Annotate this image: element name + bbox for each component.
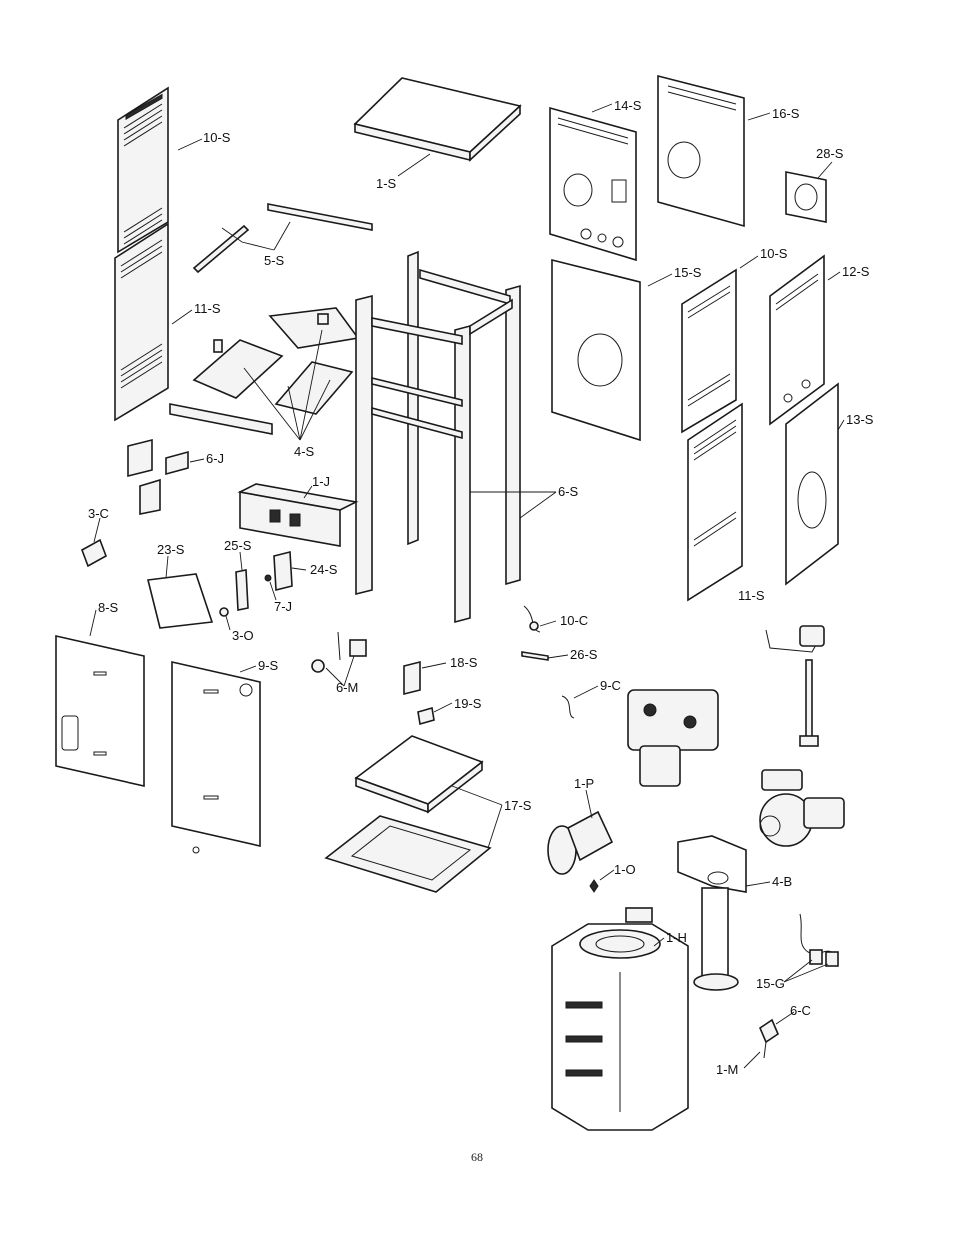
- part-19-s: [417, 706, 435, 726]
- side-panel-10-s-right: [681, 268, 737, 434]
- label-10-c: 10-C: [560, 613, 588, 628]
- label-10-s-right: 10-S: [760, 246, 788, 261]
- side-panel-11-s-right: [687, 402, 743, 602]
- label-8-s: 8-S: [98, 600, 119, 615]
- plates-4-s: [169, 307, 360, 435]
- label-1-j: 1-J: [312, 474, 330, 489]
- label-4-s: 4-S: [294, 444, 315, 459]
- part-9-c: [561, 695, 575, 719]
- burner-1-h: [551, 907, 689, 1131]
- frame-6-s: [355, 250, 521, 624]
- label-6-j: 6-J: [206, 451, 224, 466]
- label-6-c: 6-C: [790, 1003, 811, 1018]
- label-14-s: 14-S: [614, 98, 642, 113]
- rear-panel-16-s: [657, 74, 745, 228]
- top-panel-1-s: [353, 77, 522, 162]
- label-26-s: 26-S: [570, 647, 598, 662]
- leader-lines: [89, 103, 845, 1069]
- panel-15-s: [551, 258, 641, 442]
- label-12-s: 12-S: [842, 264, 870, 279]
- side-panel-13-s: [785, 382, 839, 586]
- label-6-s: 6-S: [558, 484, 579, 499]
- page-number: 68: [471, 1150, 483, 1164]
- label-23-s: 23-S: [157, 542, 185, 557]
- part-1-o: [589, 879, 599, 893]
- label-13-s: 13-S: [846, 412, 874, 427]
- part-6-c: [759, 1018, 779, 1059]
- switch-24-s: [273, 550, 293, 592]
- side-panel-12-s: [769, 254, 825, 426]
- label-4-b: 4-B: [772, 874, 792, 889]
- label-1-s: 1-S: [376, 176, 397, 191]
- part-labels: 10-S 1-S 14-S 16-S 28-S 5-S 11-S 15-S 10…: [88, 98, 874, 1077]
- part-7-j: [264, 574, 272, 582]
- label-3-c: 3-C: [88, 506, 109, 521]
- label-11-s: 11-S: [194, 301, 221, 316]
- label-25-s: 25-S: [224, 538, 252, 553]
- front-door-9-s: [171, 660, 261, 854]
- label-11-s-right: 11-S: [738, 588, 765, 603]
- label-7-j: 7-J: [274, 599, 292, 614]
- part-10-c: [523, 605, 541, 633]
- bracket-6-j: [127, 438, 189, 515]
- label-16-s: 16-S: [772, 106, 800, 121]
- label-1-p: 1-P: [574, 776, 594, 791]
- label-3-o: 3-O: [232, 628, 254, 643]
- side-panel-10-s: [117, 86, 169, 254]
- part-26-s: [521, 651, 549, 661]
- label-10-s: 10-S: [203, 130, 231, 145]
- control-box-1-j: [237, 483, 359, 547]
- label-9-c: 9-C: [600, 678, 621, 693]
- blower-motor: [759, 769, 845, 847]
- part-3-o: [219, 607, 229, 617]
- label-19-s: 19-S: [454, 696, 482, 711]
- part-6-m: [311, 631, 367, 673]
- label-15-s: 15-S: [674, 265, 702, 280]
- base-17-s: [324, 735, 492, 893]
- label-1-h: 1-H: [666, 930, 687, 945]
- label-17-s: 17-S: [504, 798, 532, 813]
- gas-valve-assembly: [627, 689, 719, 787]
- rails-5-s: [192, 203, 373, 274]
- label-18-s: 18-S: [450, 655, 478, 670]
- board-23-s: [147, 573, 214, 629]
- gasket-28-s: [785, 171, 827, 223]
- label-5-s: 5-S: [264, 253, 285, 268]
- front-door-8-s: [55, 634, 145, 788]
- side-panel-11-s-upper: [114, 222, 169, 422]
- rear-panel-14-s: [549, 106, 637, 262]
- label-1-o: 1-O: [614, 862, 636, 877]
- wiring-15-g: [799, 913, 839, 967]
- part-1-p: [547, 810, 614, 875]
- box-3-c: [81, 538, 107, 568]
- plate-25-s: [235, 569, 249, 611]
- label-1-m: 1-M: [716, 1062, 738, 1077]
- label-28-s: 28-S: [816, 146, 844, 161]
- igniter-assembly: [765, 625, 825, 747]
- bracket-18-s: [403, 660, 421, 696]
- housing-4-b: [677, 835, 747, 991]
- label-6-m: 6-M: [336, 680, 358, 695]
- label-15-g: 15-G: [756, 976, 785, 991]
- label-9-s: 9-S: [258, 658, 279, 673]
- label-24-s: 24-S: [310, 562, 338, 577]
